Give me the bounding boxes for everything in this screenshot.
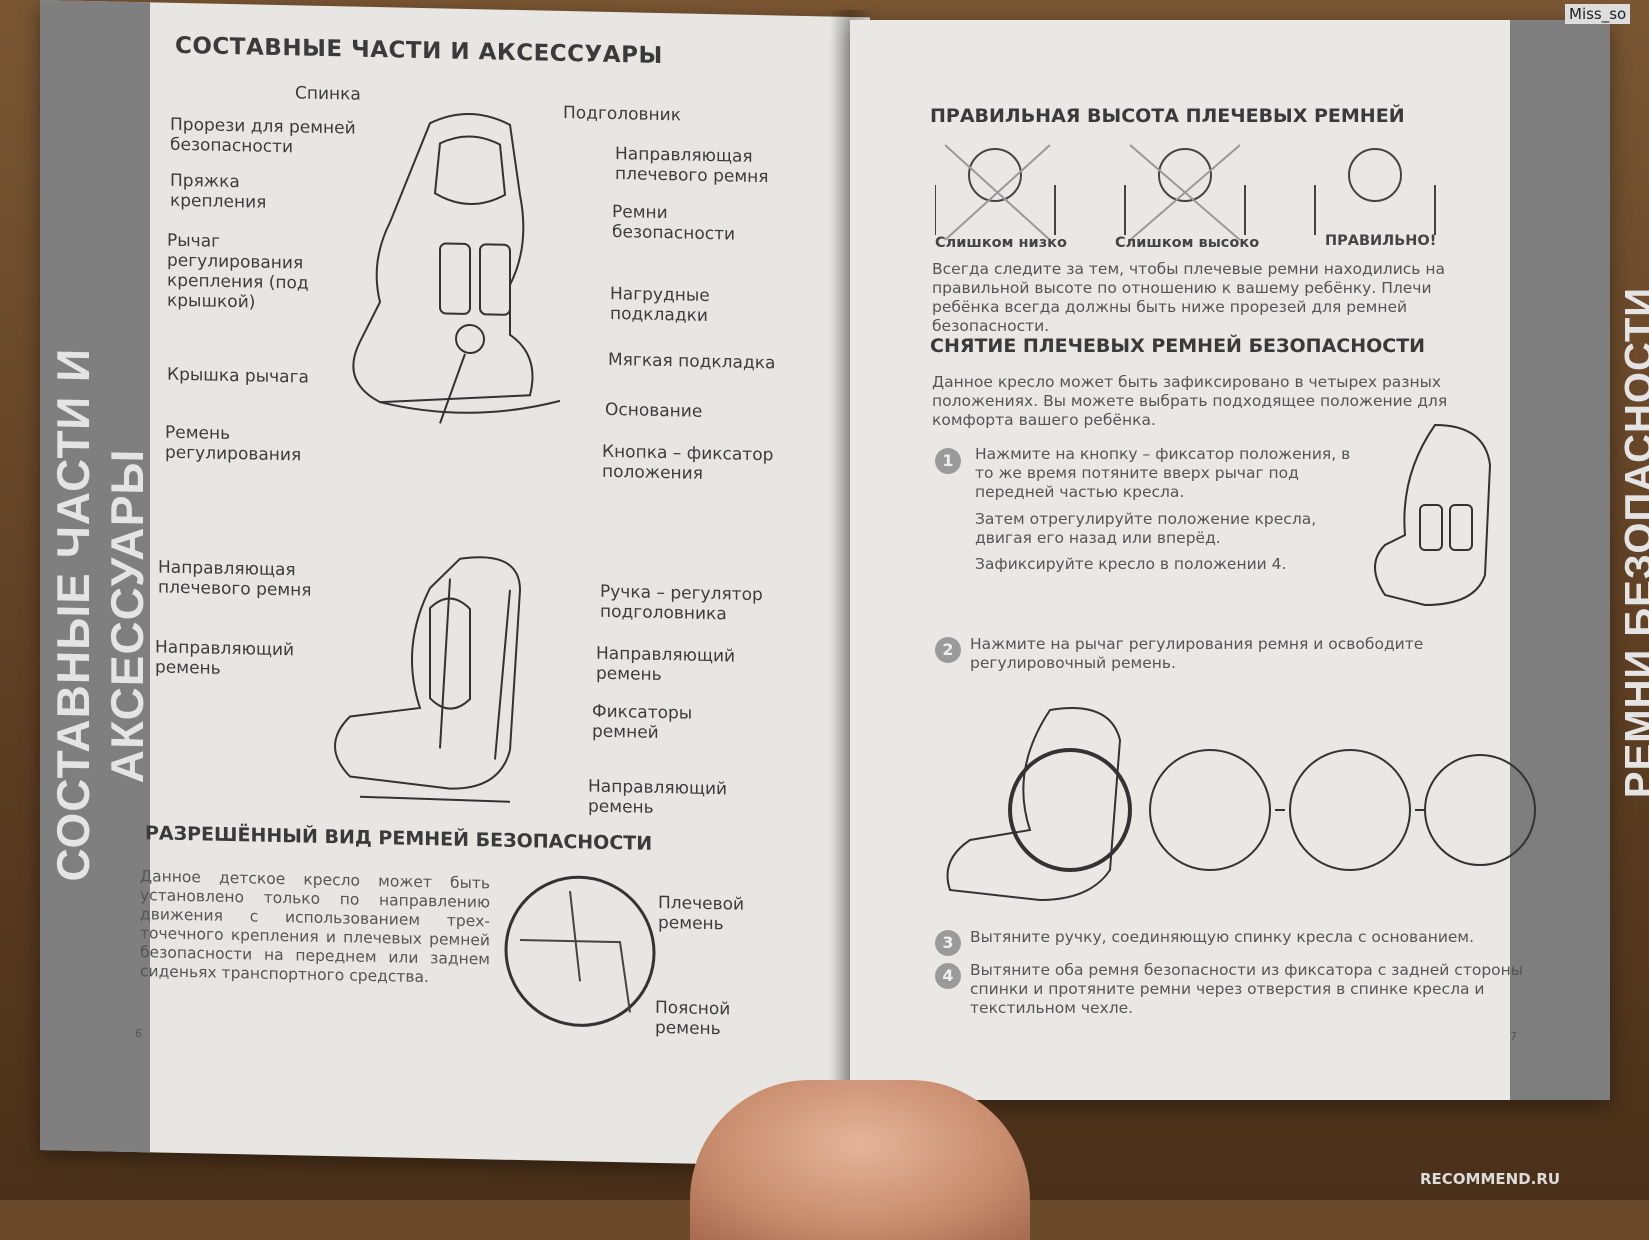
label-side-guide-strap: Направляющий ремень (155, 637, 295, 680)
section2-body: Данное детское кресло может быть установ… (140, 867, 490, 988)
label-harness: Ремни безопасности (612, 202, 752, 245)
label-adjust-strap: Ремень регулирования (165, 423, 315, 466)
left-page-number: 6 (135, 1027, 142, 1040)
caption-too-high: Слишком высоко (1115, 235, 1259, 251)
right-page-number: 7 (1510, 1030, 1517, 1043)
seat-recline-drawing (1365, 415, 1505, 615)
step-1-bullet-1: Нажмите на кнопку – фиксатор положения, … (975, 445, 1365, 502)
right-heading-1: ПРАВИЛЬНАЯ ВЫСОТА ПЛЕЧЕВЫХ РЕМНЕЙ (930, 105, 1405, 127)
thumb-holding-book (690, 1080, 1030, 1240)
label-buckle: Пряжка крепления (170, 171, 300, 214)
watermark: RECOMMEND.RU (1420, 1170, 1560, 1188)
caption-correct: ПРАВИЛЬНО! (1325, 233, 1436, 249)
left-heading: СОСТАВНЫЕ ЧАСТИ И АКСЕССУАРЫ (175, 33, 663, 69)
label-harness-slots: Прорези для ремней безопасности (170, 115, 370, 159)
para-shoulder-height: Всегда следите за тем, чтобы плечевые ре… (932, 260, 1492, 336)
open-booklet: СОСТАВНЫЕ ЧАСТИ И АКСЕССУАРЫ СОСТАВНЫЕ Ч… (40, 0, 1649, 1200)
step-1-bullet-2: Затем отрегулируйте положение кресла, дв… (975, 510, 1365, 548)
step-2-text: Нажмите на рычаг регулирования ремня и о… (970, 635, 1490, 673)
caption-too-low: Слишком низко (935, 235, 1067, 251)
section2-heading: РАЗРЕШЁННЫЙ ВИД РЕМНЕЙ БЕЗОПАСНОСТИ (145, 822, 652, 855)
right-heading-2: СНЯТИЕ ПЛЕЧЕВЫХ РЕМНЕЙ БЕЗОПАСНОСТИ (930, 335, 1425, 357)
label-headrest: Подголовник (563, 103, 681, 125)
label-side-guide-strap-2: Направляющий ремень (596, 644, 756, 687)
step-3-badge: 3 (935, 930, 961, 956)
label-belt-locks: Фиксаторы ремней (592, 702, 722, 745)
step-4-badge: 4 (935, 963, 961, 989)
label-shoulder-guide: Направляющая плечевого ремня (615, 144, 775, 187)
step-1-bullet-3: Зафиксируйте кресло в положении 4. (975, 555, 1365, 574)
label-base: Основание (605, 400, 702, 422)
strap-release-illustration (940, 690, 1540, 920)
label-back: Спинка (295, 83, 361, 104)
label-position-button: Кнопка – фиксатор положения (602, 442, 782, 486)
label-headrest-handle: Ручка – регулятор подголовника (600, 582, 780, 626)
left-side-title: СОСТАВНЫЕ ЧАСТИ И АКСЕССУАРЫ (46, 204, 154, 1026)
step-1-badge: 1 (935, 448, 961, 474)
username-tag: Miss_so (1565, 4, 1630, 24)
label-chest-pads: Нагрудные подкладки (610, 284, 750, 327)
label-side-guide-strap-3: Направляющий ремень (588, 776, 748, 819)
belt-diagram (500, 870, 660, 1033)
right-side-title: РЕМНИ БЕЗОПАСНОСТИ (1618, 283, 1649, 803)
label-lever-cover: Крышка рычага (167, 365, 309, 388)
car-seat-side-drawing (320, 546, 590, 822)
label-side-shoulder-guide: Направляющая плечевого ремня (158, 557, 318, 600)
label-soft-pad: Мягкая подкладка (608, 350, 775, 374)
label-lap-belt: Поясной ремень (655, 998, 765, 1040)
shoulder-height-illustrations (935, 135, 1455, 245)
step-2-badge: 2 (935, 637, 961, 663)
label-lever: Рычаг регулирования крепления (под крышк… (167, 231, 327, 314)
step-3-text: Вытяните ручку, соединяющую спинку кресл… (970, 928, 1530, 947)
left-page: СОСТАВНЫЕ ЧАСТИ И АКСЕССУАРЫ СОСТАВНЫЕ Ч… (40, 0, 870, 1167)
step-4-text: Вытяните оба ремня безопасности из фикса… (970, 961, 1530, 1018)
label-shoulder-belt: Плечевой ремень (658, 893, 768, 935)
right-page: ПРАВИЛЬНАЯ ВЫСОТА ПЛЕЧЕВЫХ РЕМНЕЙ Слишко… (850, 20, 1610, 1100)
